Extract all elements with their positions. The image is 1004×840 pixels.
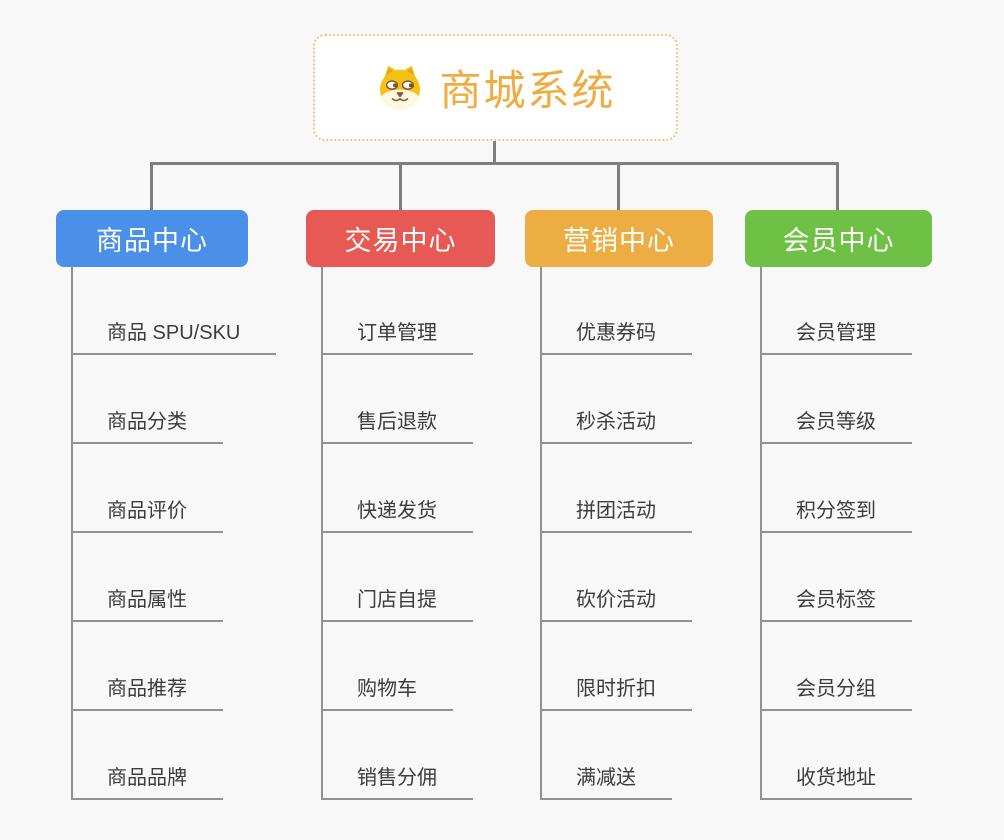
shiba-dog-icon xyxy=(380,65,421,110)
leaf-node[interactable]: 销售分佣 xyxy=(323,711,473,800)
leaf-node[interactable]: 会员等级 xyxy=(762,355,912,444)
leaf-node[interactable]: 商品属性 xyxy=(73,533,223,622)
leaf-node[interactable]: 会员管理 xyxy=(762,267,912,355)
leaf-node[interactable]: 优惠券码 xyxy=(542,267,692,355)
branch-drop-connector xyxy=(836,162,839,210)
leaf-column-product-center: 商品 SPU/SKU 商品分类 商品评价 商品属性 商品推荐 商品品牌 xyxy=(71,267,277,800)
leaf-node[interactable]: 门店自提 xyxy=(323,533,473,622)
leaf-node[interactable]: 收货地址 xyxy=(762,711,912,800)
root-node-mall-system[interactable]: 商城系统 xyxy=(313,34,678,141)
leaf-node[interactable]: 积分签到 xyxy=(762,444,912,533)
branch-horizontal-connector xyxy=(150,162,839,165)
leaf-node[interactable]: 商品推荐 xyxy=(73,622,223,711)
leaf-node[interactable]: 订单管理 xyxy=(323,267,473,355)
leaf-node[interactable]: 购物车 xyxy=(323,622,453,711)
leaf-node[interactable]: 商品品牌 xyxy=(73,711,223,800)
branch-node-marketing-center[interactable]: 营销中心 xyxy=(525,210,713,267)
leaf-node[interactable]: 商品分类 xyxy=(73,355,223,444)
leaf-node[interactable]: 满减送 xyxy=(542,711,672,800)
branch-drop-connector xyxy=(399,162,402,210)
root-stem-connector xyxy=(493,141,496,163)
branch-node-product-center[interactable]: 商品中心 xyxy=(56,210,248,267)
leaf-node[interactable]: 限时折扣 xyxy=(542,622,692,711)
branch-drop-connector xyxy=(150,162,153,210)
leaf-column-member-center: 会员管理 会员等级 积分签到 会员标签 会员分组 收货地址 xyxy=(760,267,912,800)
leaf-node[interactable]: 快递发货 xyxy=(323,444,473,533)
branch-node-member-center[interactable]: 会员中心 xyxy=(745,210,932,267)
branch-node-trade-center[interactable]: 交易中心 xyxy=(306,210,495,267)
leaf-column-trade-center: 订单管理 售后退款 快递发货 门店自提 购物车 销售分佣 xyxy=(321,267,473,800)
leaf-node[interactable]: 商品 SPU/SKU xyxy=(73,267,277,355)
leaf-node[interactable]: 售后退款 xyxy=(323,355,473,444)
leaf-node[interactable]: 商品评价 xyxy=(73,444,223,533)
leaf-node[interactable]: 秒杀活动 xyxy=(542,355,692,444)
leaf-node[interactable]: 拼团活动 xyxy=(542,444,692,533)
leaf-column-marketing-center: 优惠券码 秒杀活动 拼团活动 砍价活动 限时折扣 满减送 xyxy=(540,267,692,800)
root-node-title: 商城系统 xyxy=(439,67,616,114)
leaf-node[interactable]: 会员标签 xyxy=(762,533,912,622)
leaf-node[interactable]: 会员分组 xyxy=(762,622,912,711)
leaf-node[interactable]: 砍价活动 xyxy=(542,533,692,622)
branch-drop-connector xyxy=(617,162,620,210)
